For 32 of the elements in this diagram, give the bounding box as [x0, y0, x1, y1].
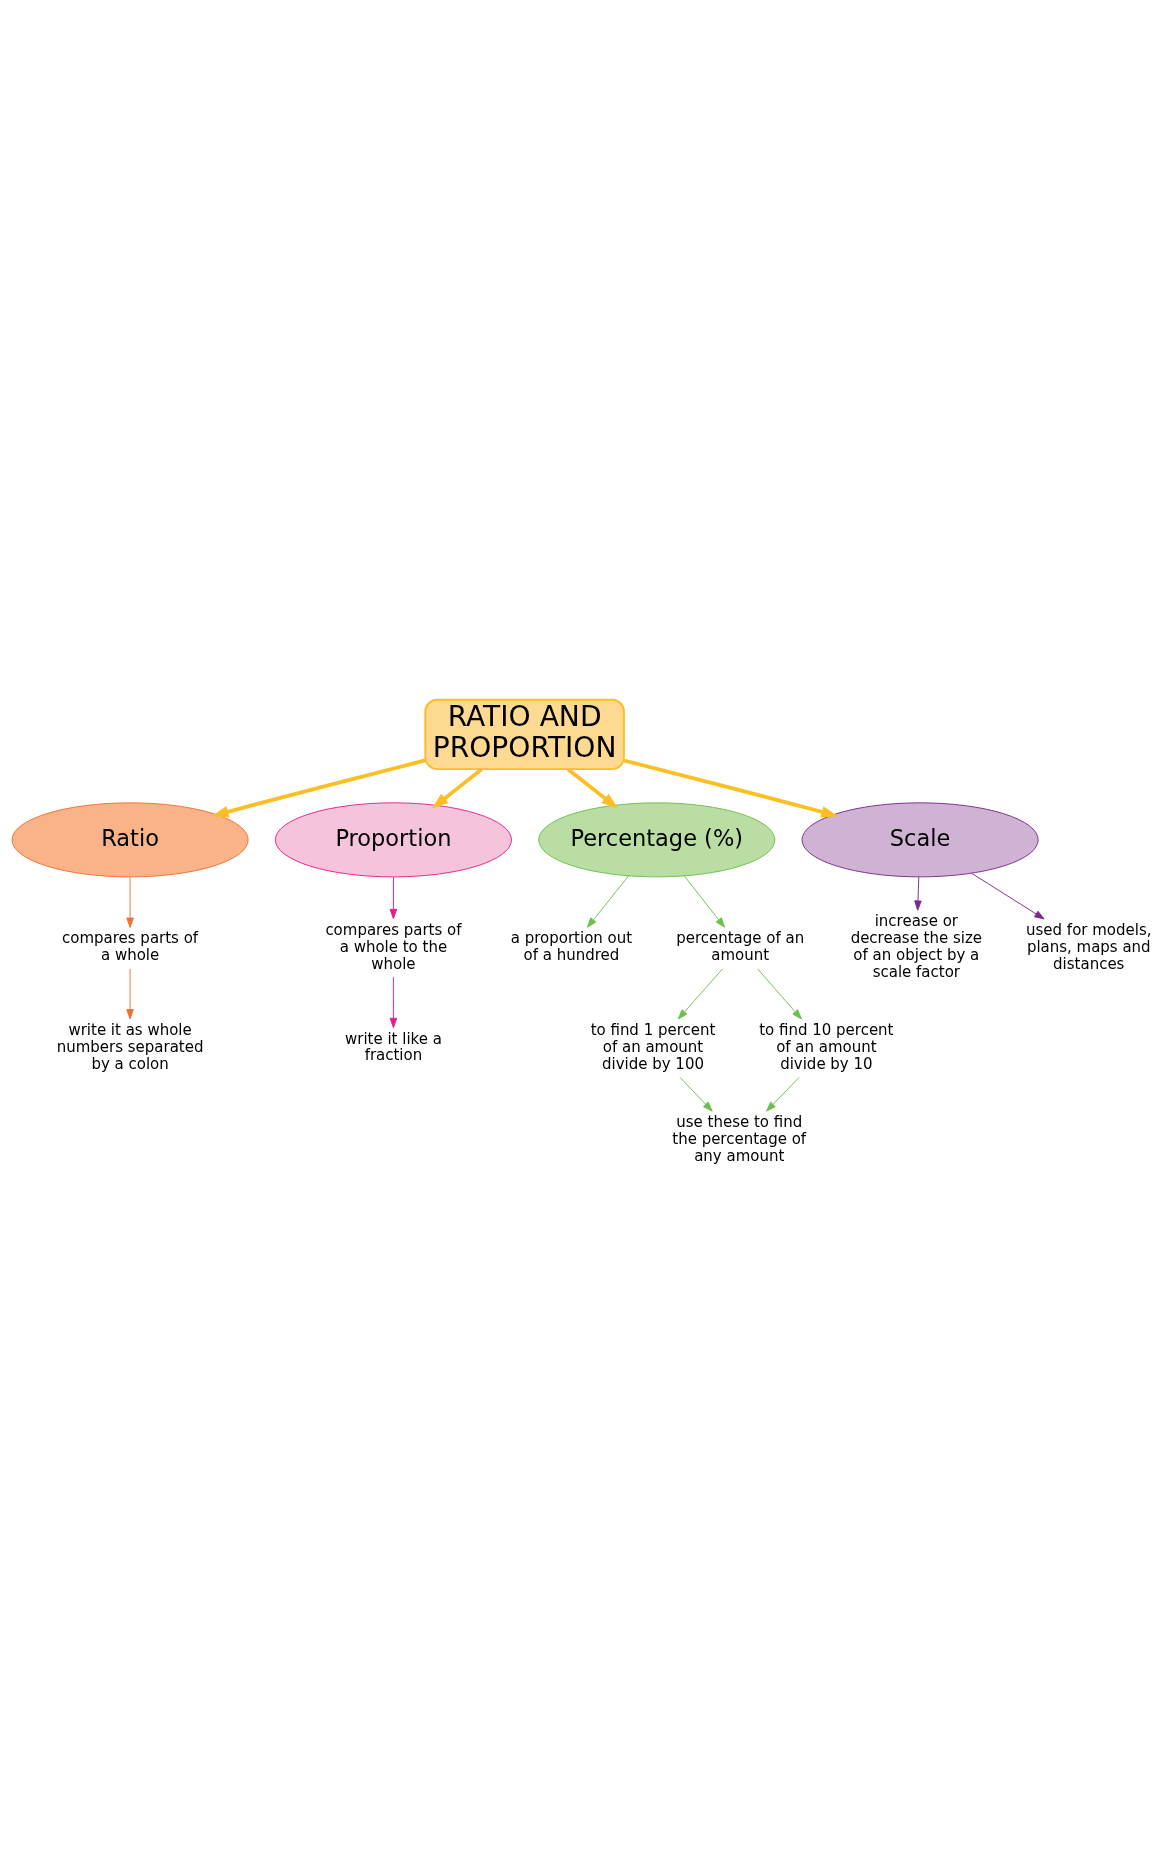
arrow	[679, 1077, 713, 1112]
node-ellipse: Ratio	[11, 802, 249, 878]
node-text: to find 1 percent of an amount divide by 100	[590, 1021, 716, 1073]
arrow	[914, 876, 922, 911]
arrow	[971, 872, 1045, 920]
node-text: write it as whole numbers separated by a colon	[56, 1021, 204, 1073]
arrow	[389, 876, 398, 920]
arrow	[126, 876, 134, 928]
node-ellipse: Proportion	[274, 802, 512, 878]
node-text: used for models, plans, maps and distances	[1026, 920, 1152, 973]
node-box: RATIO AND PROPORTION	[424, 698, 625, 771]
arrow	[683, 875, 726, 928]
arrow	[677, 968, 723, 1020]
node-text: use these to find the percentage of any amount	[672, 1112, 807, 1165]
node-text: compares parts of a whole to the whole	[325, 920, 462, 973]
arrow	[431, 767, 483, 809]
arrow	[623, 758, 839, 818]
arrow	[757, 968, 802, 1020]
arrow	[211, 758, 426, 818]
node-ellipse: Scale	[801, 802, 1039, 878]
node-text: to find 10 percent of an amount divide by 10	[759, 1021, 894, 1073]
node-text: percentage of an amount	[676, 929, 805, 965]
node-text: increase or decrease the size of an object by a scale factor	[850, 912, 983, 981]
node-text: compares parts of a whole	[62, 929, 199, 965]
arrow	[126, 968, 134, 1020]
arrow	[766, 1077, 800, 1112]
node-text: write it like a fraction	[344, 1029, 442, 1065]
node-ellipse: Percentage (%)	[538, 802, 776, 878]
node-text: a proportion out of a hundred	[510, 929, 633, 965]
arrow	[586, 875, 630, 928]
arrow	[389, 976, 398, 1029]
arrow	[566, 767, 619, 809]
